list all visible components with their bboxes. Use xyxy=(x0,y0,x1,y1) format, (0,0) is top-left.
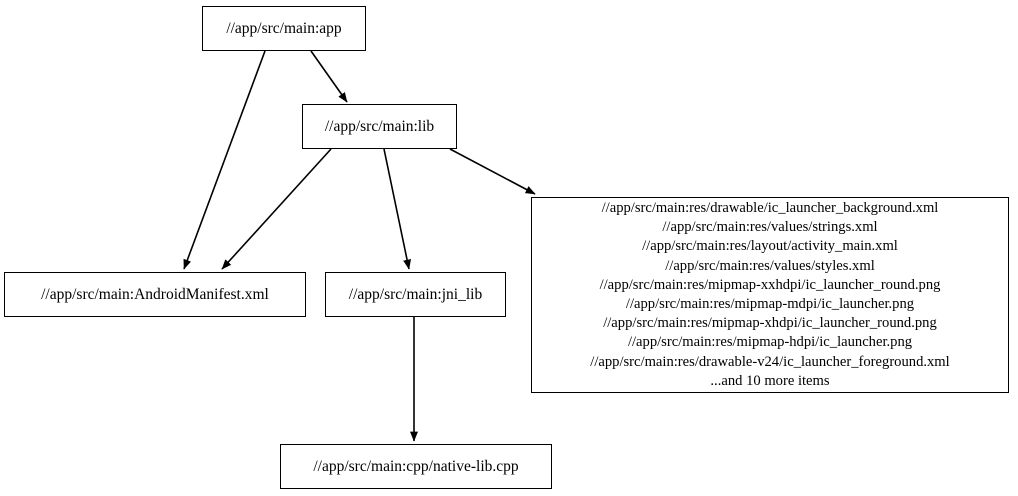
edge-lib-to-manifest xyxy=(221,148,332,270)
node-android-manifest-label: //app/src/main:AndroidManifest.xml xyxy=(41,285,269,303)
node-lib[interactable]: //app/src/main:lib xyxy=(302,104,457,149)
node-native-lib-cpp-label: //app/src/main:cpp/native-lib.cpp xyxy=(313,457,519,475)
node-resources-label: //app/src/main:res/drawable/ic_launcher_… xyxy=(590,199,950,389)
node-android-manifest[interactable]: //app/src/main:AndroidManifest.xml xyxy=(4,272,306,317)
node-jni-lib[interactable]: //app/src/main:jni_lib xyxy=(325,272,506,317)
node-resources[interactable]: //app/src/main:res/drawable/ic_launcher_… xyxy=(531,197,1009,393)
node-native-lib-cpp[interactable]: //app/src/main:cpp/native-lib.cpp xyxy=(280,444,552,489)
edge-app-to-lib xyxy=(310,50,348,103)
node-lib-label: //app/src/main:lib xyxy=(324,117,435,135)
edge-app-to-manifest xyxy=(183,50,266,270)
node-jni-lib-label: //app/src/main:jni_lib xyxy=(348,285,483,303)
node-app-label: //app/src/main:app xyxy=(226,19,342,37)
node-app[interactable]: //app/src/main:app xyxy=(202,6,366,51)
edge-lib-to-resources xyxy=(449,148,536,195)
edge-lib-to-jni-lib xyxy=(383,148,411,270)
